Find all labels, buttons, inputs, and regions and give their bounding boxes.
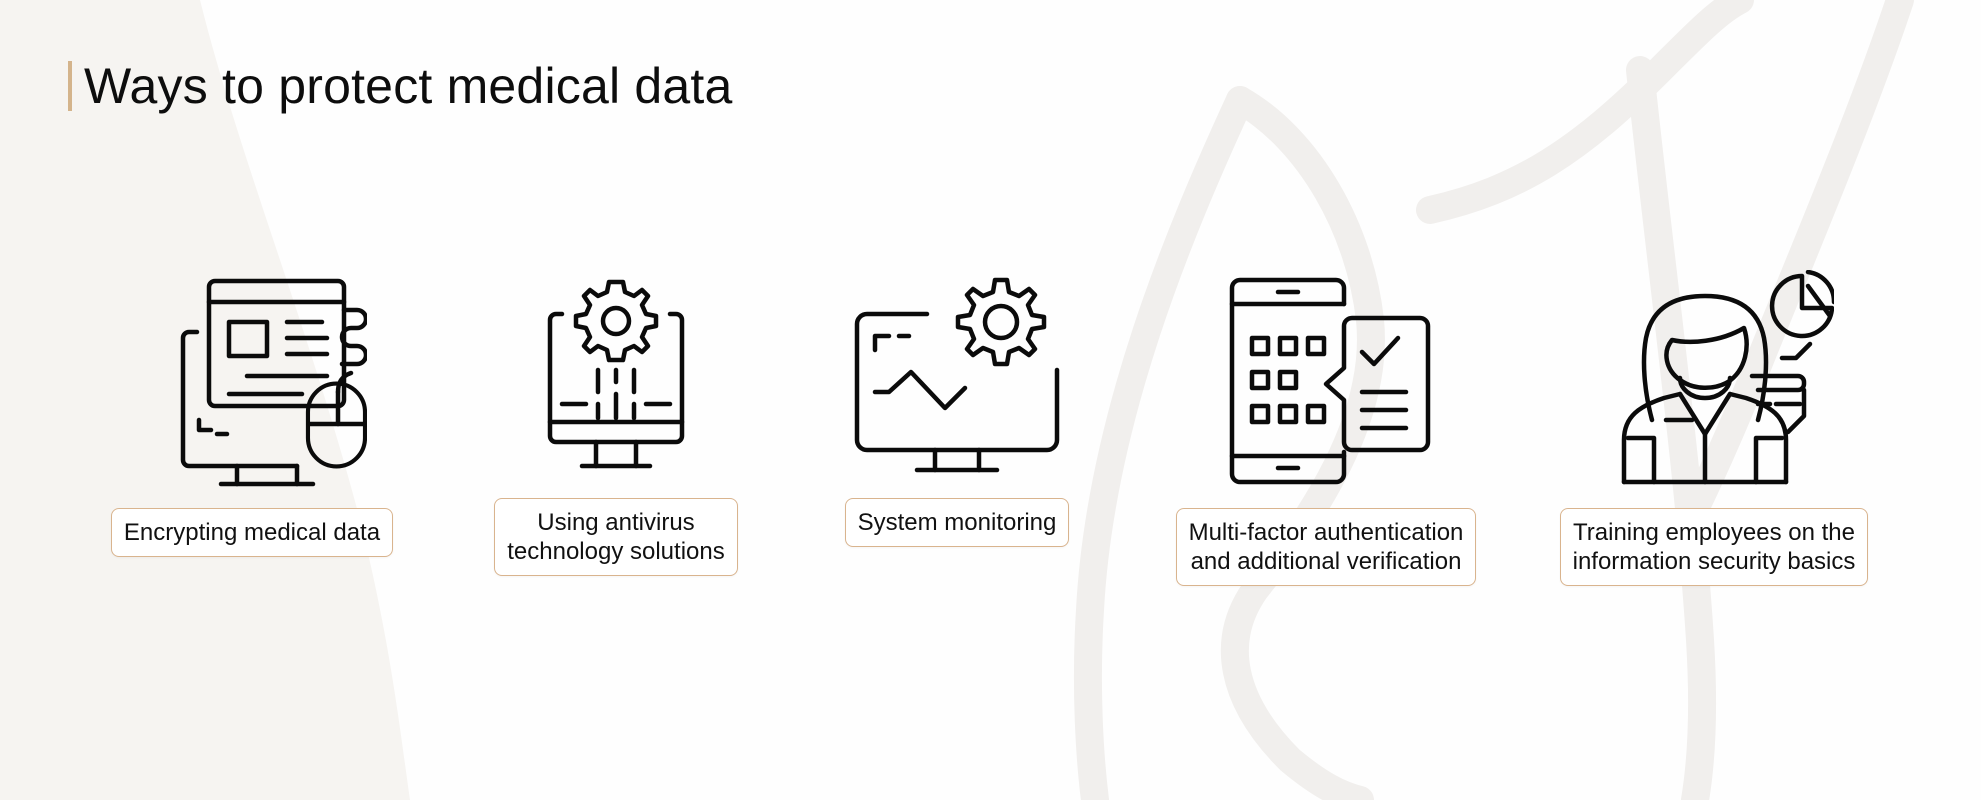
label-line: and additional verification xyxy=(1190,548,1462,575)
method-card-encryption: Encrypting medical data xyxy=(92,270,412,557)
label-line: Training employees on the xyxy=(1573,519,1855,546)
method-card-antivirus: Using antivirus technology solutions xyxy=(475,270,757,576)
method-label: Encrypting medical data xyxy=(110,508,394,557)
employee-chart-icon xyxy=(1621,270,1834,485)
monitor-gear-icon xyxy=(547,279,685,469)
method-card-mfa: Multi-factor authentication and addition… xyxy=(1146,270,1506,586)
label-line: technology solutions xyxy=(507,538,725,565)
monitor-chart-gear-icon xyxy=(854,277,1060,473)
method-card-monitoring: System monitoring xyxy=(826,270,1088,547)
title-accent-bar xyxy=(68,61,72,111)
method-label: Training employees on the information se… xyxy=(1559,508,1869,586)
phone-checklist-icon xyxy=(1229,277,1431,485)
computer-mouse-icon xyxy=(180,278,367,487)
page-title: Ways to protect medical data xyxy=(84,58,733,114)
label-line: Using antivirus xyxy=(537,509,695,536)
label-line: System monitoring xyxy=(857,509,1057,536)
label-line: Multi-factor authentication xyxy=(1188,519,1464,546)
label-line: information security basics xyxy=(1572,548,1856,575)
method-card-training: Training employees on the information se… xyxy=(1536,270,1892,586)
title-container: Ways to protect medical data xyxy=(68,60,732,112)
method-label: Multi-factor authentication and addition… xyxy=(1175,508,1477,586)
method-label: System monitoring xyxy=(844,498,1070,547)
label-line: Encrypting medical data xyxy=(123,519,381,546)
method-label: Using antivirus technology solutions xyxy=(494,498,738,576)
